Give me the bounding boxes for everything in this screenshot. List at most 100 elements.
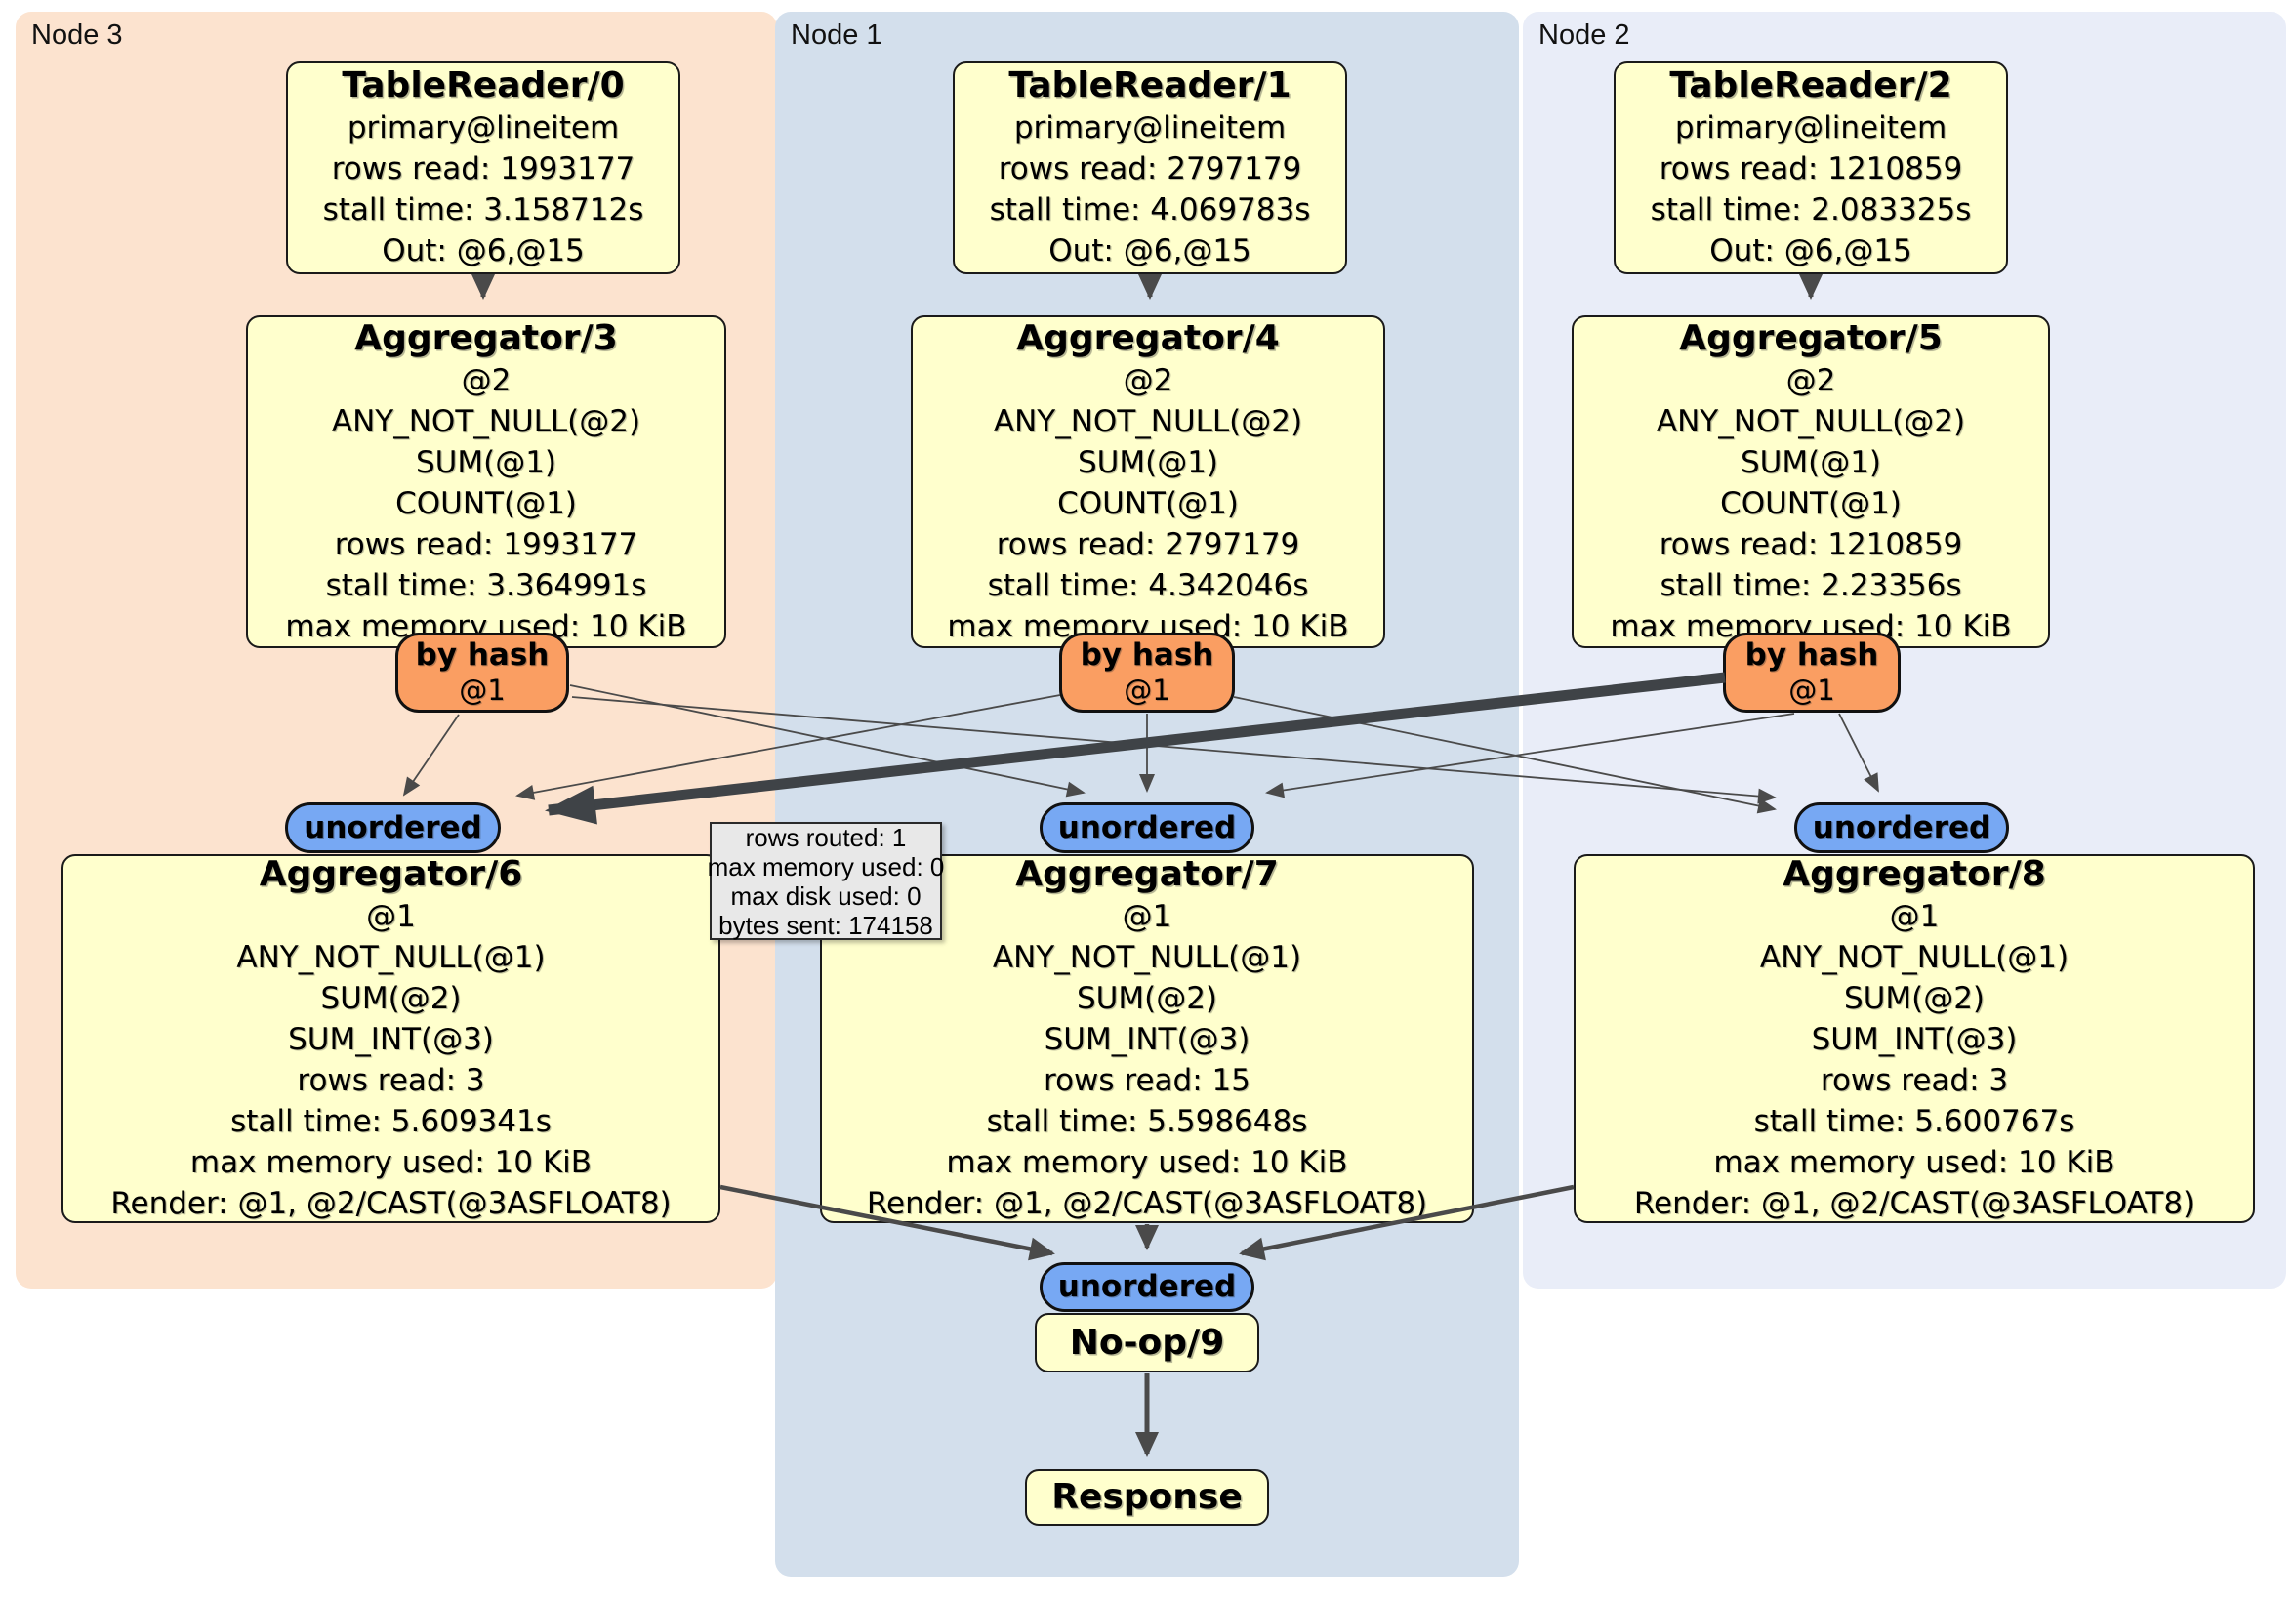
processor-title: No-op/9 bbox=[1069, 1322, 1225, 1363]
processor-line: SUM(@1) bbox=[1077, 444, 1219, 480]
processor-line: rows read: 1210859 bbox=[1659, 526, 1963, 562]
processor-line: Out: @6,@15 bbox=[1709, 233, 1912, 268]
panel-node1-label: Node 1 bbox=[791, 20, 882, 51]
processor-line: stall time: 5.600767s bbox=[1753, 1104, 2075, 1139]
processor-line: SUM(@2) bbox=[320, 981, 462, 1016]
tooltip-line: bytes sent: 174158 bbox=[718, 910, 933, 940]
processor-aggregator-8: Aggregator/8 @1 ANY_NOT_NULL(@1) SUM(@2)… bbox=[1574, 854, 2255, 1223]
processor-line: @2 bbox=[1785, 362, 1836, 398]
processor-line: @2 bbox=[461, 362, 512, 398]
router-detail: @1 bbox=[1124, 674, 1170, 707]
tooltip-line: rows routed: 1 bbox=[745, 822, 907, 852]
panel-node3-label: Node 3 bbox=[31, 20, 123, 51]
router-label: unordered bbox=[1057, 809, 1237, 845]
processor-title: Aggregator/5 bbox=[1679, 317, 1943, 358]
processor-title: Aggregator/6 bbox=[259, 854, 523, 894]
processor-title: Aggregator/8 bbox=[1783, 854, 2046, 894]
processor-title: TableReader/1 bbox=[1008, 65, 1292, 105]
router-label: by hash bbox=[1744, 637, 1879, 673]
router-by-hash-node3: by hash @1 bbox=[395, 633, 569, 713]
processor-line: rows read: 2797179 bbox=[996, 526, 1300, 562]
processor-line: stall time: 3.158712s bbox=[322, 192, 644, 227]
processor-line: Render: @1, @2/CAST(@3ASFLOAT8) bbox=[866, 1186, 1428, 1221]
router-detail: @1 bbox=[1788, 674, 1835, 707]
processor-line: COUNT(@1) bbox=[1720, 485, 1902, 521]
processor-aggregator-6: Aggregator/6 @1 ANY_NOT_NULL(@1) SUM(@2)… bbox=[62, 854, 720, 1223]
processor-line: max memory used: 10 KiB bbox=[189, 1145, 593, 1180]
processor-line: @1 bbox=[1122, 899, 1172, 934]
processor-line: ANY_NOT_NULL(@2) bbox=[1656, 403, 1966, 439]
router-label: by hash bbox=[415, 637, 550, 673]
processor-line: SUM_INT(@3) bbox=[1811, 1022, 2018, 1057]
router-by-hash-node2: by hash @1 bbox=[1723, 633, 1901, 713]
panel-node2-label: Node 2 bbox=[1538, 20, 1630, 51]
processor-line: rows read: 1210859 bbox=[1659, 151, 1963, 186]
processor-tablereader-0: TableReader/0 primary@lineitem rows read… bbox=[286, 61, 680, 274]
processor-line: SUM_INT(@3) bbox=[288, 1022, 494, 1057]
sync-unordered-node3: unordered bbox=[285, 802, 501, 853]
processor-line: rows read: 3 bbox=[297, 1063, 485, 1098]
tooltip-line: max disk used: 0 bbox=[730, 880, 922, 911]
processor-line: SUM(@1) bbox=[415, 444, 557, 480]
processor-line: ANY_NOT_NULL(@1) bbox=[236, 940, 546, 975]
processor-line: SUM_INT(@3) bbox=[1044, 1022, 1250, 1057]
processor-line: stall time: 3.364991s bbox=[325, 567, 647, 603]
processor-line: ANY_NOT_NULL(@1) bbox=[992, 940, 1302, 975]
processor-line: Out: @6,@15 bbox=[382, 233, 585, 268]
processor-line: SUM(@1) bbox=[1740, 444, 1882, 480]
processor-line: @2 bbox=[1123, 362, 1173, 398]
router-label: unordered bbox=[304, 809, 482, 845]
stream-stats-tooltip: rows routed: 1 max memory used: 0 max di… bbox=[707, 822, 945, 940]
router-label: by hash bbox=[1080, 637, 1214, 673]
router-label: unordered bbox=[1812, 809, 1991, 845]
processor-line: rows read: 2797179 bbox=[998, 151, 1302, 186]
sync-unordered-node1: unordered bbox=[1040, 802, 1254, 853]
sync-unordered-final: unordered bbox=[1040, 1262, 1254, 1312]
processor-tablereader-2: TableReader/2 primary@lineitem rows read… bbox=[1614, 61, 2008, 274]
processor-line: stall time: 5.609341s bbox=[230, 1104, 552, 1139]
processor-title: Aggregator/7 bbox=[1015, 854, 1279, 894]
processor-line: stall time: 2.083325s bbox=[1650, 192, 1972, 227]
router-label: unordered bbox=[1057, 1269, 1237, 1304]
processor-line: max memory used: 10 KiB bbox=[946, 1145, 1348, 1180]
processor-tablereader-1: TableReader/1 primary@lineitem rows read… bbox=[953, 61, 1347, 274]
processor-line: rows read: 1993177 bbox=[334, 526, 638, 562]
processor-noop-9: No-op/9 bbox=[1035, 1313, 1259, 1372]
router-by-hash-node1: by hash @1 bbox=[1059, 633, 1235, 713]
processor-line: rows read: 1993177 bbox=[331, 151, 636, 186]
processor-line: Render: @1, @2/CAST(@3ASFLOAT8) bbox=[110, 1186, 672, 1221]
processor-line: ANY_NOT_NULL(@2) bbox=[331, 403, 641, 439]
processor-line: primary@lineitem bbox=[347, 110, 620, 145]
processor-line: stall time: 5.598648s bbox=[986, 1104, 1308, 1139]
processor-line: COUNT(@1) bbox=[1057, 485, 1239, 521]
processor-line: primary@lineitem bbox=[1013, 110, 1287, 145]
processor-response: Response bbox=[1025, 1469, 1269, 1526]
processor-title: Aggregator/4 bbox=[1016, 317, 1280, 358]
processor-line: SUM(@2) bbox=[1843, 981, 1986, 1016]
tooltip-line: max memory used: 0 bbox=[707, 851, 945, 881]
processor-line: Out: @6,@15 bbox=[1048, 233, 1251, 268]
processor-title: Aggregator/3 bbox=[354, 317, 618, 358]
processor-aggregator-3: Aggregator/3 @2 ANY_NOT_NULL(@2) SUM(@1)… bbox=[246, 315, 726, 648]
processor-line: Render: @1, @2/CAST(@3ASFLOAT8) bbox=[1633, 1186, 2195, 1221]
processor-line: rows read: 3 bbox=[1820, 1063, 2009, 1098]
processor-aggregator-4: Aggregator/4 @2 ANY_NOT_NULL(@2) SUM(@1)… bbox=[911, 315, 1385, 648]
processor-line: stall time: 4.069783s bbox=[989, 192, 1311, 227]
processor-line: rows read: 15 bbox=[1044, 1063, 1250, 1098]
processor-line: @1 bbox=[1889, 899, 1940, 934]
processor-title: TableReader/0 bbox=[342, 65, 625, 105]
processor-line: SUM(@2) bbox=[1076, 981, 1218, 1016]
sync-unordered-node2: unordered bbox=[1794, 802, 2009, 853]
processor-line: ANY_NOT_NULL(@2) bbox=[993, 403, 1303, 439]
processor-line: max memory used: 10 KiB bbox=[1713, 1145, 2115, 1180]
processor-title: TableReader/2 bbox=[1669, 65, 1952, 105]
processor-line: @1 bbox=[366, 899, 416, 934]
router-detail: @1 bbox=[459, 674, 506, 707]
processor-line: stall time: 4.342046s bbox=[987, 567, 1309, 603]
processor-line: stall time: 2.23356s bbox=[1660, 567, 1962, 603]
processor-line: primary@lineitem bbox=[1674, 110, 1948, 145]
processor-title: Response bbox=[1051, 1477, 1243, 1517]
processor-aggregator-5: Aggregator/5 @2 ANY_NOT_NULL(@2) SUM(@1)… bbox=[1572, 315, 2050, 648]
processor-line: ANY_NOT_NULL(@1) bbox=[1759, 940, 2070, 975]
